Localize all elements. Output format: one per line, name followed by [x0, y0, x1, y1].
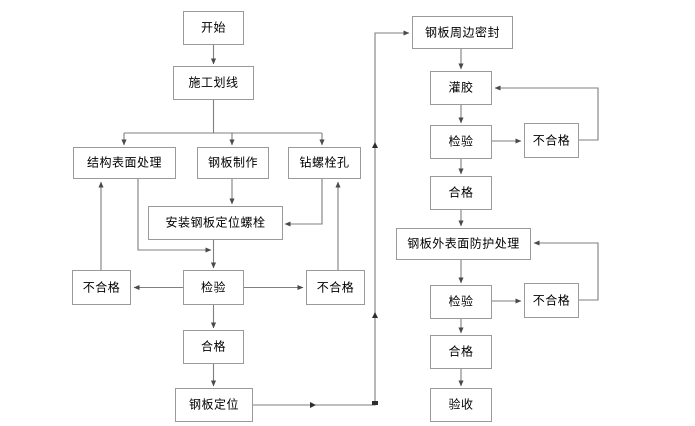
- node-label: 钢板定位: [188, 397, 239, 412]
- node-qualified-2[interactable]: 合格: [430, 176, 492, 210]
- node-label: 灌胶: [448, 80, 474, 95]
- node-construction-layout[interactable]: 施工划线: [173, 66, 254, 100]
- node-label: 合格: [200, 339, 226, 354]
- marker-return-mid-bottom: [372, 401, 378, 405]
- node-label: 钢板外表面防护处理: [407, 236, 520, 251]
- node-unqualified-protection[interactable]: 不合格: [524, 283, 579, 318]
- edge-fail-r1-feedback: [494, 85, 599, 141]
- node-unqualified-right[interactable]: 不合格: [306, 270, 365, 305]
- node-label: 结构表面处理: [86, 155, 162, 170]
- marker-plate-pos-mid: [310, 402, 316, 408]
- node-qualified-1[interactable]: 合格: [183, 330, 244, 364]
- node-label: 检验: [448, 134, 474, 149]
- node-label: 安装钢板定位螺栓: [165, 215, 266, 230]
- node-label: 合格: [448, 185, 474, 200]
- node-label: 钢板制作: [207, 155, 258, 170]
- node-label: 不合格: [532, 293, 571, 307]
- node-label: 开始: [200, 20, 226, 35]
- node-unqualified-left[interactable]: 不合格: [72, 270, 131, 305]
- node-label: 验收: [448, 397, 474, 412]
- node-structure-surface-treatment[interactable]: 结构表面处理: [73, 147, 176, 179]
- node-label: 钻螺栓孔: [299, 155, 350, 170]
- node-steel-plate-positioning[interactable]: 钢板定位: [175, 388, 253, 422]
- node-inspection-2[interactable]: 检验: [430, 125, 492, 159]
- node-install-positioning-bolts[interactable]: 安装钢板定位螺栓: [148, 206, 283, 240]
- edge-drill-to-install: [284, 179, 323, 227]
- node-label: 不合格: [532, 133, 571, 147]
- node-label: 钢板周边密封: [424, 25, 500, 39]
- node-label: 不合格: [82, 280, 121, 294]
- edge-surface-to-check: [137, 179, 212, 253]
- node-label: 合格: [448, 344, 474, 359]
- edge-direction-markers: [310, 142, 378, 408]
- node-label: 不合格: [316, 280, 355, 294]
- node-steel-plate-fabrication[interactable]: 钢板制作: [197, 147, 269, 179]
- node-inspection-3[interactable]: 检验: [430, 285, 492, 319]
- node-label: 检验: [200, 280, 226, 294]
- node-grouting[interactable]: 灌胶: [430, 71, 492, 105]
- edge-fail-r2-feedback: [533, 240, 599, 301]
- node-label: 施工划线: [188, 75, 239, 90]
- node-plate-perimeter-sealing[interactable]: 钢板周边密封: [412, 16, 513, 49]
- node-unqualified-grout[interactable]: 不合格: [524, 123, 579, 158]
- marker-return-up-2: [372, 142, 378, 148]
- node-qualified-3[interactable]: 合格: [430, 335, 492, 369]
- node-drill-bolt-holes[interactable]: 钻螺栓孔: [288, 147, 361, 179]
- marker-return-up-1: [372, 312, 378, 318]
- node-label: 检验: [448, 294, 474, 309]
- node-start[interactable]: 开始: [183, 11, 244, 45]
- node-inspection-1[interactable]: 检验: [183, 270, 244, 305]
- node-plate-exterior-protection[interactable]: 钢板外表面防护处理: [396, 228, 531, 260]
- node-acceptance[interactable]: 验收: [430, 388, 492, 422]
